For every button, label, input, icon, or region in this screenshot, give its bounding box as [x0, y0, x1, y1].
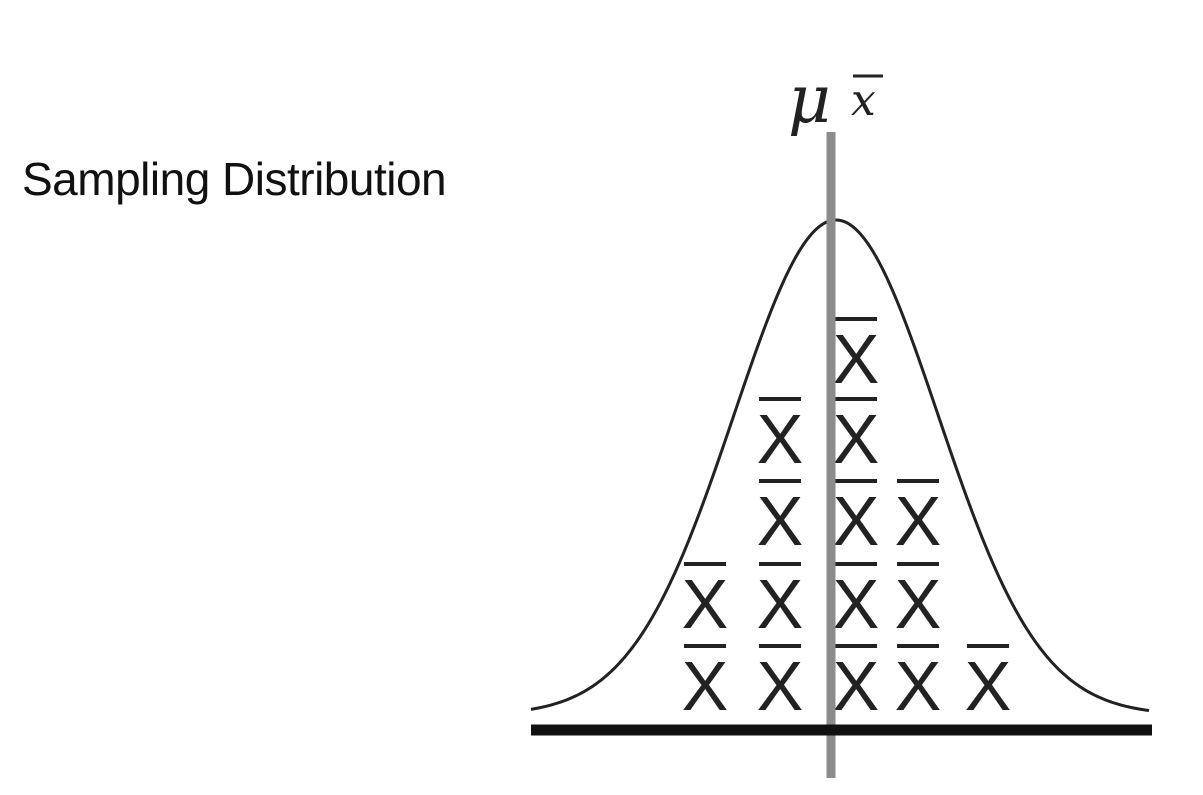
x-bar-letter: X	[757, 400, 804, 478]
x-bar-letter: X	[833, 400, 880, 478]
x-bar-letter: X	[757, 565, 804, 643]
x-bar-letter: X	[682, 647, 729, 725]
x-bar-mark: X	[757, 562, 804, 643]
mu-symbol: μ	[788, 61, 831, 138]
x-bar-letter: X	[895, 647, 942, 725]
x-bar-mark: X	[833, 644, 880, 725]
x-bar-mark: X	[682, 644, 729, 725]
x-bar-letter: X	[833, 565, 880, 643]
x-bar-mark: X	[757, 479, 804, 560]
x-bar-mark: X	[757, 644, 804, 725]
x-bar-mark: X	[833, 317, 880, 398]
x-bar-letter: X	[682, 565, 729, 643]
diagram-title: Sampling Distribution	[22, 153, 447, 205]
x-bar-mark: X	[895, 479, 942, 560]
x-bar-letter: X	[833, 482, 880, 560]
x-bar-mark: X	[895, 644, 942, 725]
x-bar-mark: X	[965, 644, 1012, 725]
x-bar-mark: X	[682, 562, 729, 643]
x-bar-letter: X	[833, 320, 880, 398]
mu-subscript-x: x	[851, 75, 876, 126]
x-bar-letter: X	[757, 482, 804, 560]
x-bar-letter: X	[895, 482, 942, 560]
normal-curve	[530, 218, 1150, 713]
x-bar-mark: X	[895, 562, 942, 643]
x-bar-letter: X	[757, 647, 804, 725]
x-bar-letter: X	[965, 647, 1012, 725]
x-bar-letter: X	[833, 647, 880, 725]
x-bar-letter: X	[895, 565, 942, 643]
x-bar-mark: X	[757, 397, 804, 478]
x-bar-mark: X	[833, 562, 880, 643]
x-bar-mark: X	[833, 479, 880, 560]
x-bar-mark: X	[833, 397, 880, 478]
